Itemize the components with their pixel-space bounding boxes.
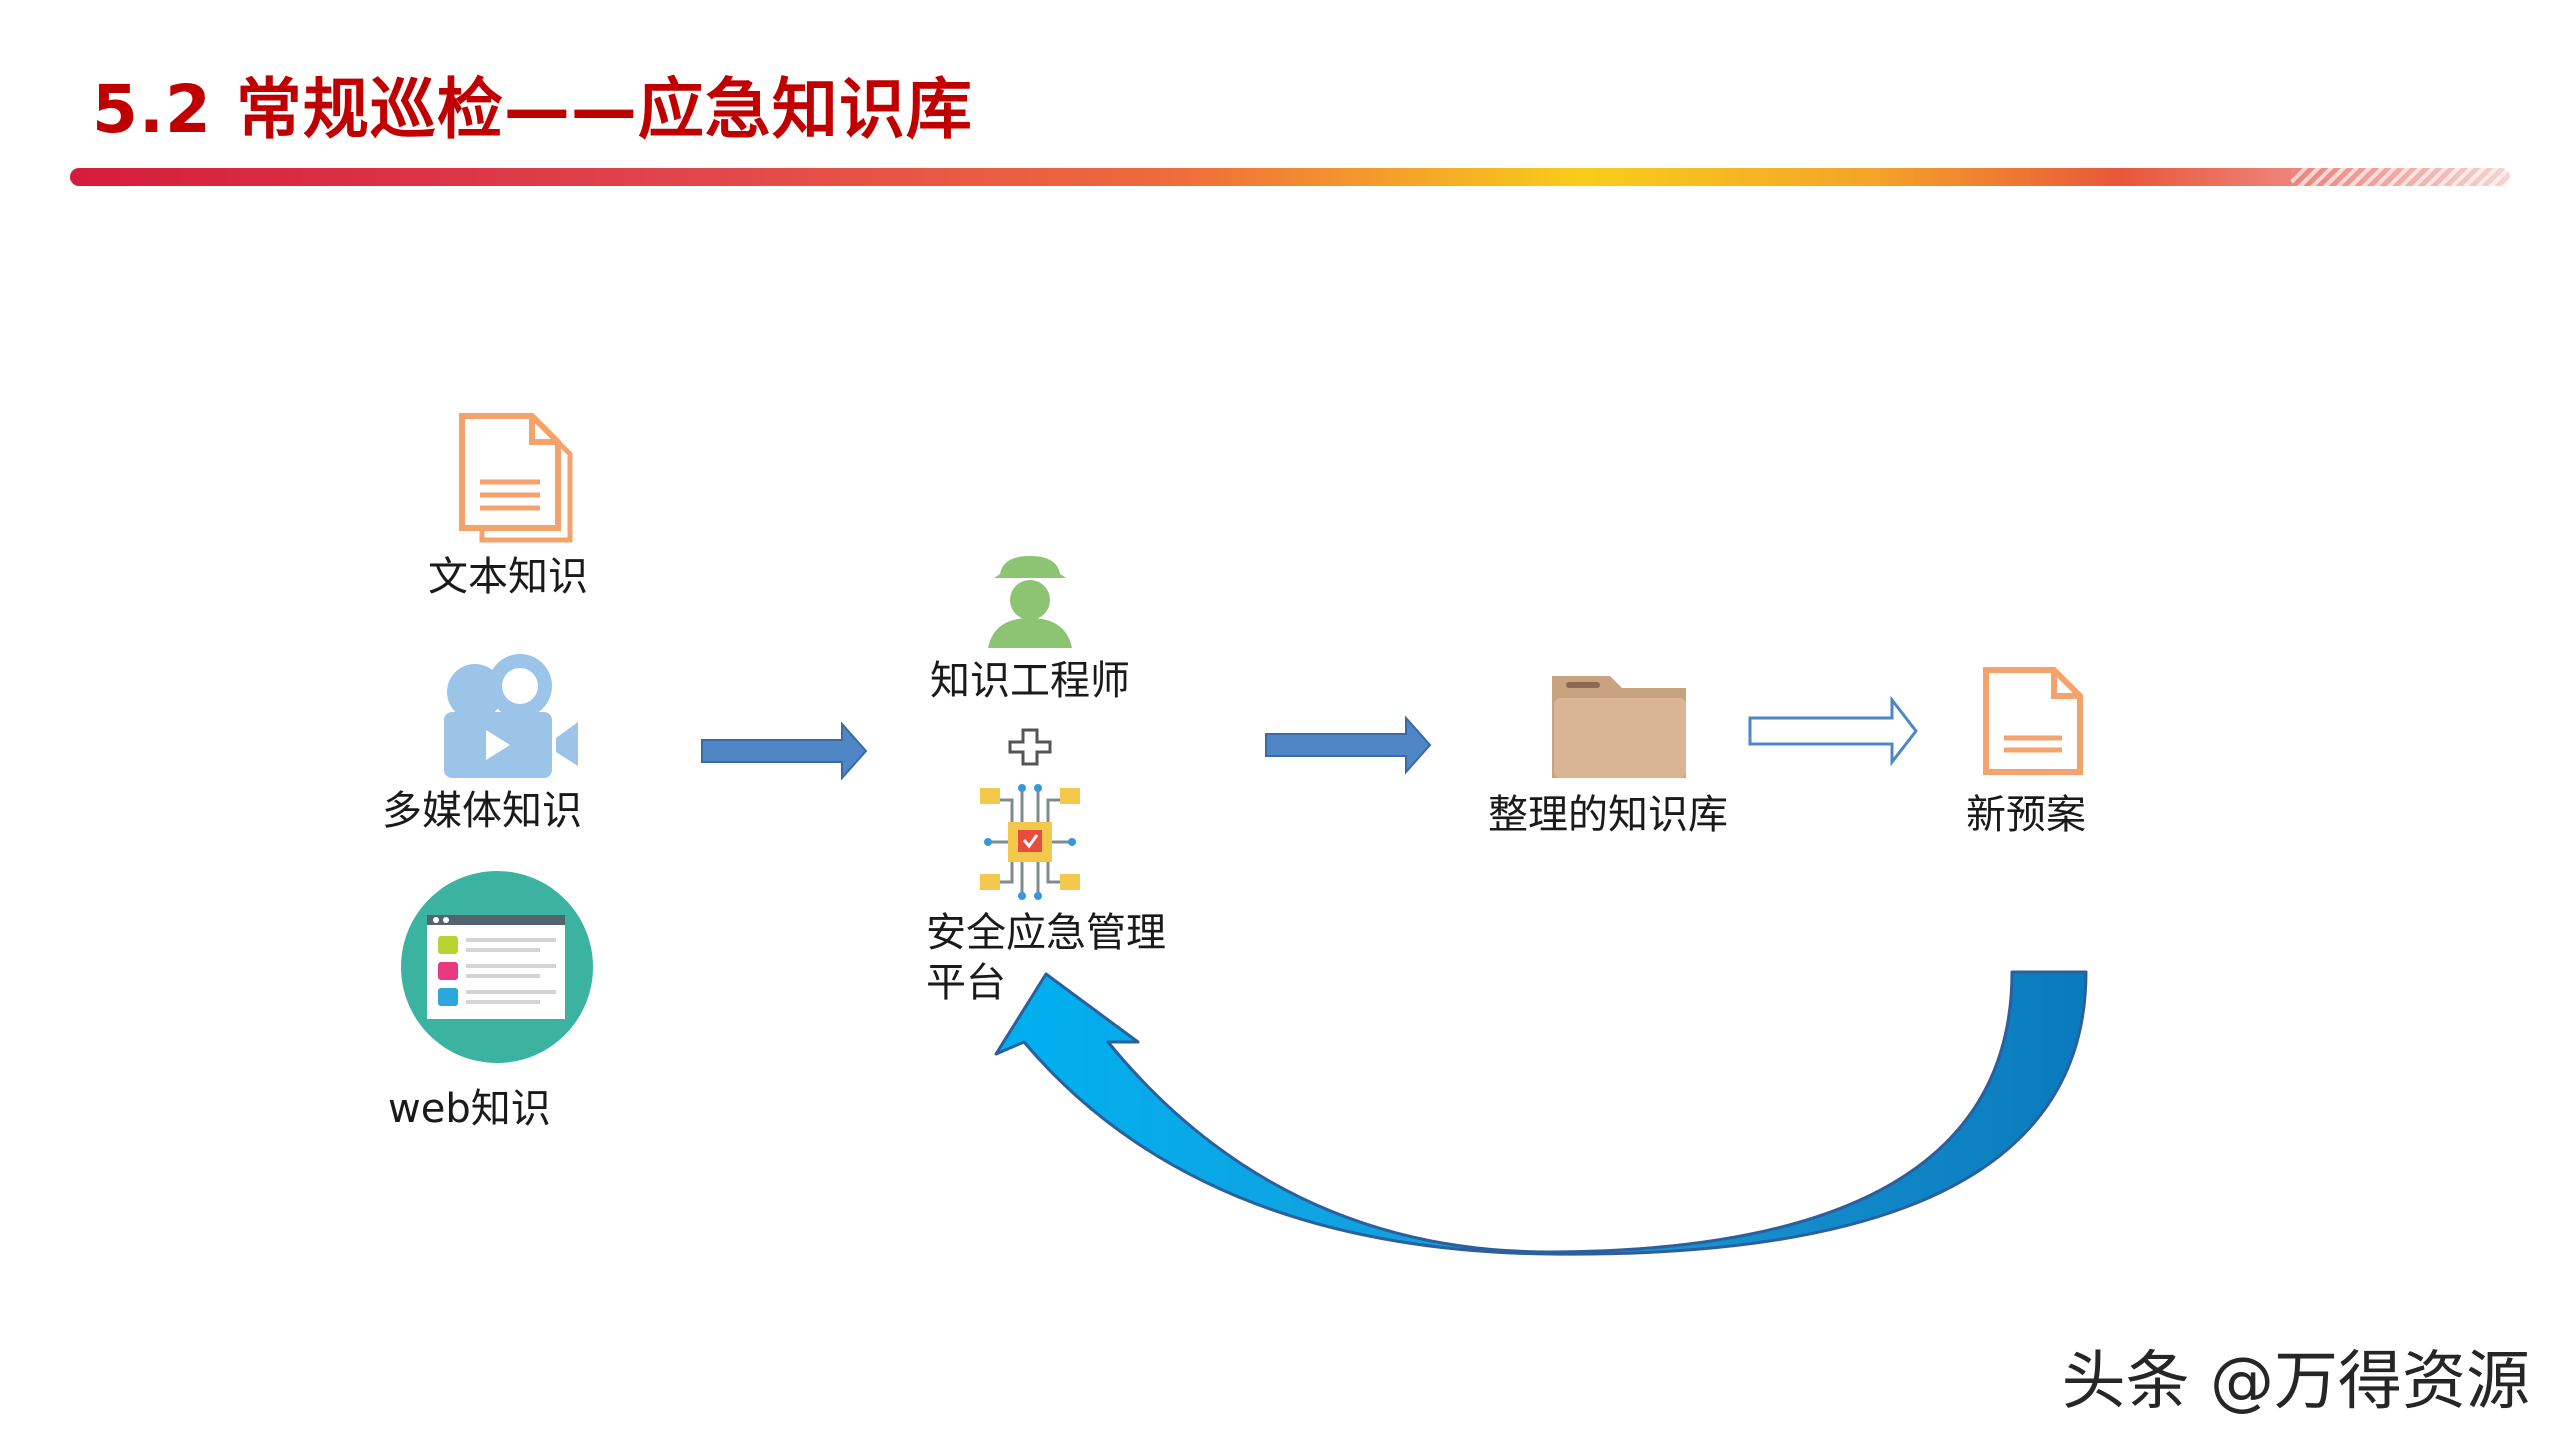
- video-camera-icon: [444, 654, 578, 778]
- feedback-cycle-arrow: [994, 970, 2088, 1256]
- label-knowledge-engineer: 知识工程师: [930, 658, 1130, 704]
- folder-icon: [1552, 676, 1686, 778]
- flow-arrow-to-platform: [701, 721, 868, 781]
- new-document-icon: [1983, 667, 2083, 775]
- watermark: 头条 @万得资源: [2061, 1345, 2530, 1419]
- label-platform-line2: 平台: [926, 960, 1006, 1006]
- label-platform-line1: 安全应急管理: [926, 910, 1166, 956]
- document-icon: [459, 413, 573, 543]
- label-web-knowledge: web知识: [388, 1086, 551, 1132]
- label-text-knowledge: 文本知识: [428, 554, 588, 600]
- label-organized-knowledge-base: 整理的知识库: [1488, 792, 1728, 838]
- header-divider-texture: [2290, 168, 2510, 186]
- flow-arrow-to-knowledge-base: [1265, 715, 1432, 775]
- web-browser-icon: [401, 871, 593, 1063]
- label-new-plan: 新预案: [1966, 792, 2086, 838]
- plus-icon: [1008, 728, 1052, 766]
- page-title: 5.2 常规巡检——应急知识库: [92, 71, 973, 148]
- engineer-icon: [988, 556, 1072, 648]
- header-divider-band: [70, 168, 2510, 186]
- flow-arrow-to-new-plan: [1748, 695, 1918, 767]
- label-multimedia-knowledge: 多媒体知识: [382, 788, 582, 834]
- circuit-platform-icon: [980, 784, 1080, 900]
